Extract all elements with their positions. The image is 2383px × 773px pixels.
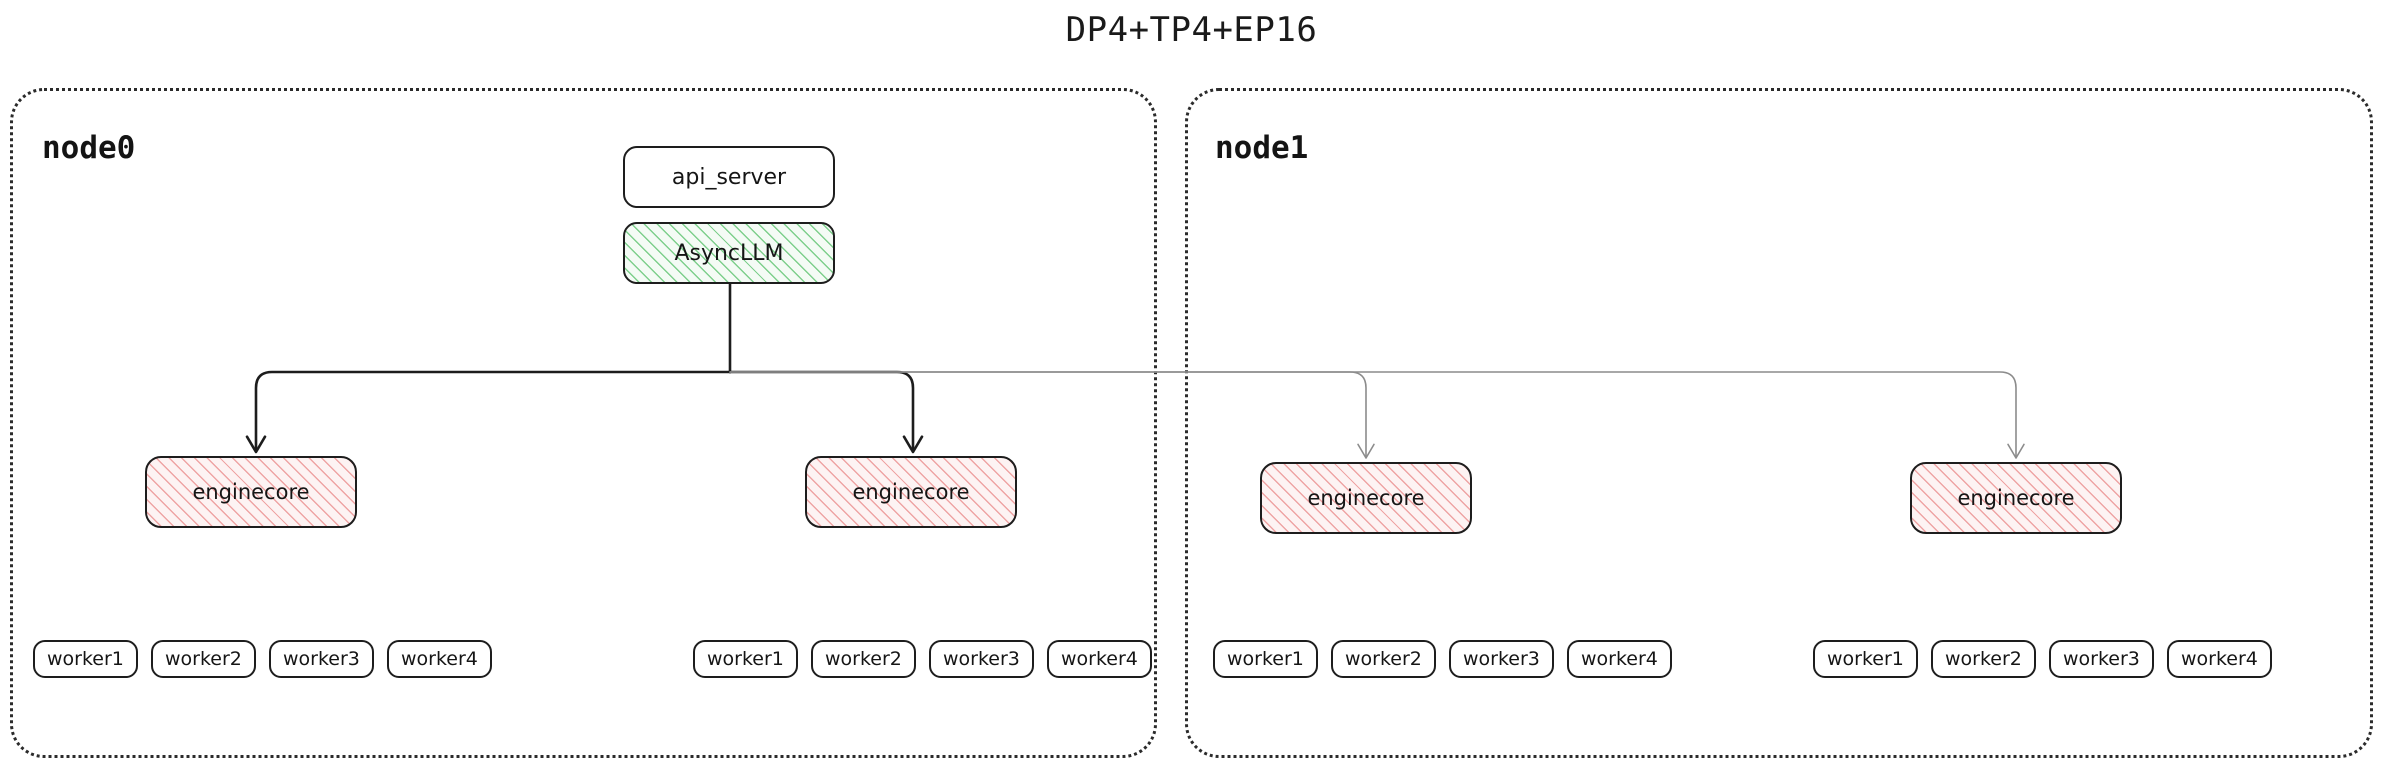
enginecore-box[interactable]: enginecore <box>1260 462 1472 534</box>
worker-box[interactable]: worker4 <box>387 640 492 678</box>
worker-box[interactable]: worker2 <box>1931 640 2036 678</box>
worker-box[interactable]: worker2 <box>1331 640 1436 678</box>
node-label-node1: node1 <box>1215 130 1309 166</box>
worker-box[interactable]: worker3 <box>2049 640 2154 678</box>
worker-box[interactable]: worker1 <box>693 640 798 678</box>
worker-box[interactable]: worker3 <box>929 640 1034 678</box>
async-llm-box[interactable]: AsyncLLM <box>623 222 835 284</box>
worker-box[interactable]: worker1 <box>33 640 138 678</box>
worker-box[interactable]: worker1 <box>1213 640 1318 678</box>
node-label-node0: node0 <box>42 130 136 166</box>
page-title: DP4+TP4+EP16 <box>1065 10 1318 50</box>
worker-box[interactable]: worker4 <box>1567 640 1672 678</box>
worker-box[interactable]: worker3 <box>1449 640 1554 678</box>
worker-box[interactable]: worker2 <box>151 640 256 678</box>
worker-box[interactable]: worker1 <box>1813 640 1918 678</box>
worker-box[interactable]: worker3 <box>269 640 374 678</box>
worker-box[interactable]: worker4 <box>2167 640 2272 678</box>
api-server-box[interactable]: api_server <box>623 146 835 208</box>
enginecore-box[interactable]: enginecore <box>1910 462 2122 534</box>
enginecore-box[interactable]: enginecore <box>805 456 1017 528</box>
worker-box[interactable]: worker2 <box>811 640 916 678</box>
enginecore-box[interactable]: enginecore <box>145 456 357 528</box>
worker-box[interactable]: worker4 <box>1047 640 1152 678</box>
